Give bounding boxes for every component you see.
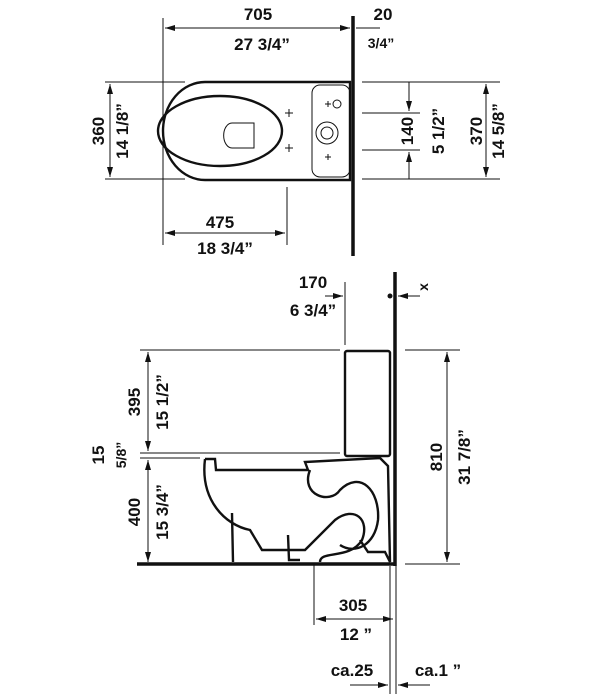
svg-text:140: 140 — [398, 117, 417, 145]
svg-text:5/8”: 5/8” — [113, 442, 129, 468]
svg-text:705: 705 — [244, 5, 272, 24]
toilet-outline-top — [161, 80, 352, 182]
seat-outline — [156, 94, 284, 168]
svg-text:170: 170 — [299, 273, 327, 292]
svg-text:360: 360 — [89, 117, 108, 145]
svg-text:5 1/2”: 5 1/2” — [429, 108, 448, 154]
svg-text:15 3/4”: 15 3/4” — [153, 484, 172, 540]
svg-text:305: 305 — [339, 596, 367, 615]
svg-text:31 7/8”: 31 7/8” — [455, 429, 474, 485]
side-view: 170 6 3/4” x 395 15 1/2” 15 5/8” 400 15 … — [89, 272, 474, 694]
trapway — [306, 469, 380, 550]
svg-text:6 3/4”: 6 3/4” — [290, 301, 336, 320]
svg-text:370: 370 — [467, 117, 486, 145]
seat-hinge — [223, 122, 255, 149]
svg-text:20: 20 — [374, 5, 393, 24]
svg-text:18 3/4”: 18 3/4” — [197, 239, 253, 258]
svg-text:ca.25: ca.25 — [331, 661, 374, 680]
bowl-outline — [203, 456, 392, 563]
svg-text:395: 395 — [125, 388, 144, 416]
svg-text:400: 400 — [125, 498, 144, 526]
tank-side — [343, 349, 392, 458]
svg-text:x: x — [415, 283, 431, 291]
svg-text:15 1/2”: 15 1/2” — [153, 374, 172, 430]
top-view: 705 27 3/4” 20 3/4” 360 14 1/8” 475 18 3… — [89, 5, 508, 258]
svg-text:15: 15 — [89, 446, 108, 465]
svg-text:810: 810 — [427, 443, 446, 471]
pedestal — [230, 512, 300, 563]
svg-text:475: 475 — [206, 213, 234, 232]
svg-text:14 5/8”: 14 5/8” — [489, 103, 508, 159]
tank-top — [311, 84, 351, 178]
svg-text:14 1/8”: 14 1/8” — [113, 103, 132, 159]
svg-text:12 ”: 12 ” — [340, 625, 372, 644]
svg-text:ca.1 ”: ca.1 ” — [415, 661, 461, 680]
svg-text:3/4”: 3/4” — [368, 35, 394, 51]
svg-text:27 3/4”: 27 3/4” — [234, 35, 290, 54]
